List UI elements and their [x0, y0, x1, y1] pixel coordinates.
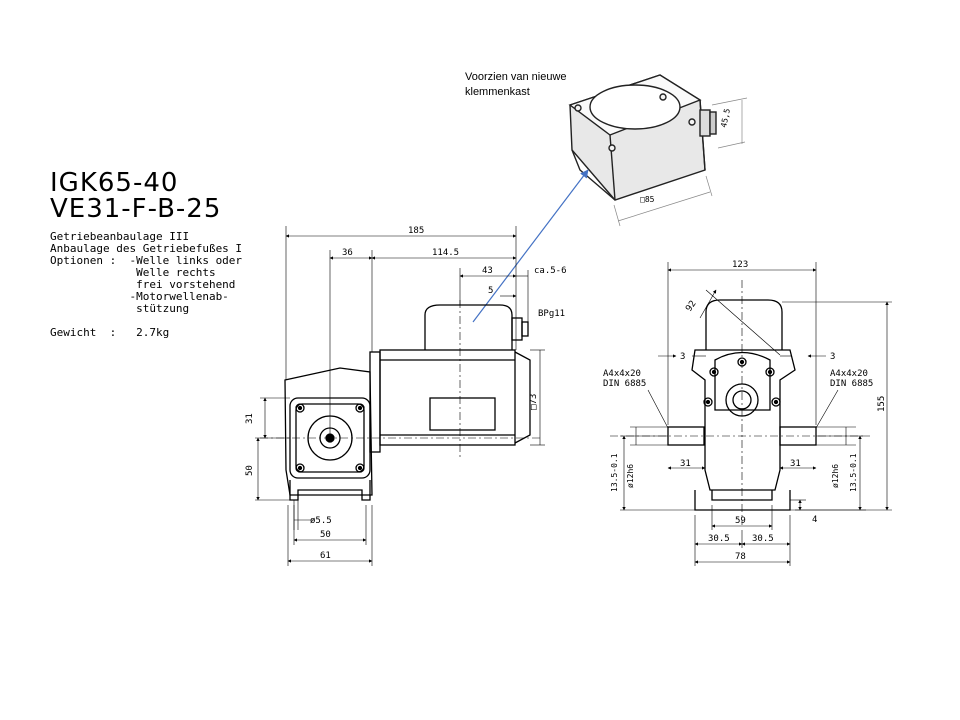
dim-31: 31 [245, 413, 255, 424]
dim-30-5-right: 30.5 [752, 534, 774, 544]
dim-13-5-right: 13.5-0.1 [849, 453, 858, 492]
dim-155: 155 [877, 396, 887, 412]
front-view-dimensions [620, 262, 892, 566]
terminal-box-drawing [568, 74, 717, 201]
spec-line: Getriebeanbaulage III [50, 230, 190, 243]
key-right-line2: DIN 6885 [830, 379, 873, 389]
pointer-arrow [472, 169, 589, 323]
dim-43: 43 [482, 266, 493, 276]
key-left-line1: A4x4x20 [603, 369, 641, 379]
spec-line: stützung [50, 302, 190, 315]
model-title-line2: VE31-F-B-25 [50, 194, 222, 224]
dim-3-right: 3 [830, 352, 835, 362]
front-view-drawing [610, 280, 870, 525]
dim-4: 4 [812, 515, 817, 525]
terminal-height-label: 45,5 [719, 108, 732, 129]
spec-block: Getriebeanbaulage III Anbaulage des Getr… [50, 231, 242, 339]
dim-36: 36 [342, 248, 353, 258]
dim-3-left: 3 [680, 352, 685, 362]
terminal-box-dims [613, 97, 748, 227]
dim-123: 123 [732, 260, 748, 270]
dim-50: 50 [320, 530, 331, 540]
annotation-note: Voorzien van nieuwe klemmenkast [465, 70, 567, 100]
dim-d5-5: ø5.5 [310, 516, 332, 526]
side-view-drawing [260, 300, 540, 501]
key-right-line1: A4x4x20 [830, 369, 868, 379]
dim-31-left: 31 [680, 459, 691, 469]
terminal-square-label: □85 [640, 195, 655, 204]
key-left-line2: DIN 6885 [603, 379, 646, 389]
side-view-dimensions [255, 226, 545, 566]
dim-114-5: 114.5 [432, 248, 459, 258]
dim-d12-right: ø12h6 [831, 464, 840, 488]
dim-185: 185 [408, 226, 424, 236]
dim-d12-left: ø12h6 [626, 464, 635, 488]
model-title-line1: IGK65-40 [50, 168, 179, 198]
dim-78: 78 [735, 552, 746, 562]
dim-pg11: BPg11 [538, 309, 565, 319]
dim-50-vert: 50 [245, 465, 255, 476]
dim-30-5-left: 30.5 [708, 534, 730, 544]
dim-ca: ca.5-6 [534, 266, 567, 276]
dim-5: 5 [488, 286, 493, 296]
dim-59: 59 [735, 516, 746, 526]
annotation-line: klemmenkast [465, 86, 530, 98]
dim-92: 92 [684, 299, 698, 314]
spec-line: -Motorwellenab- [50, 290, 229, 303]
dim-73: □73 [529, 394, 539, 410]
dim-61: 61 [320, 551, 331, 561]
spec-line: frei vorstehend [50, 278, 236, 291]
spec-line: Welle rechts [50, 266, 216, 279]
annotation-line: Voorzien van nieuwe [465, 71, 567, 83]
dim-13-5-left: 13.5-0.1 [610, 453, 619, 492]
spec-line: Optionen : -Welle links oder [50, 254, 243, 267]
dim-31-right: 31 [790, 459, 801, 469]
spec-line: Anbaulage des Getriebefußes I [50, 242, 243, 255]
spec-weight: Gewicht : 2.7kg [50, 326, 170, 339]
